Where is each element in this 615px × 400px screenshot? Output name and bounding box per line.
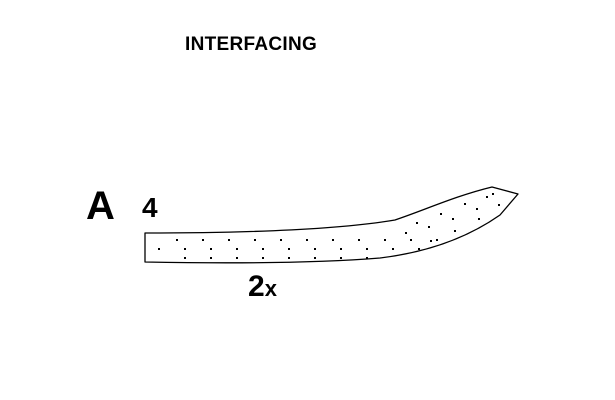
- interfacing-dot: [236, 257, 238, 259]
- interfacing-dot: [210, 248, 212, 250]
- interfacing-dot: [306, 239, 308, 241]
- interfacing-dot: [454, 230, 456, 232]
- interfacing-dot: [176, 239, 178, 241]
- interfacing-dot: [184, 248, 186, 250]
- interfacing-dot: [496, 257, 498, 259]
- interfacing-dot: [340, 257, 342, 259]
- pattern-piece-outline: [144, 186, 519, 264]
- interfacing-dot: [478, 218, 480, 220]
- piece-number-label: 4: [142, 192, 158, 223]
- interfacing-dot: [418, 248, 420, 250]
- interfacing-dot: [514, 239, 516, 241]
- interfacing-dot: [236, 248, 238, 250]
- interfacing-dot: [464, 203, 466, 205]
- interfacing-dot: [158, 248, 160, 250]
- interfacing-dot: [392, 257, 394, 259]
- interfacing-dot: [418, 257, 420, 259]
- interfacing-dot: [262, 248, 264, 250]
- interfacing-dot: [288, 257, 290, 259]
- interfacing-dot: [254, 239, 256, 241]
- interfacing-dot: [410, 239, 412, 241]
- diagram-title: INTERFACING: [185, 34, 318, 55]
- interfacing-dot: [488, 239, 490, 241]
- interfacing-dot: [314, 257, 316, 259]
- interfacing-dot: [184, 257, 186, 259]
- interfacing-dot-pattern: [158, 193, 516, 259]
- interfacing-dot: [384, 239, 386, 241]
- quantity-suffix: x: [264, 276, 277, 301]
- interfacing-dot: [405, 232, 407, 234]
- cut-quantity-label: 2x: [248, 270, 277, 306]
- interfacing-dot: [314, 248, 316, 250]
- interfacing-dot: [340, 248, 342, 250]
- interfacing-dot: [440, 213, 442, 215]
- interfacing-dot: [492, 193, 494, 195]
- interfacing-dot: [392, 248, 394, 250]
- interfacing-dot: [428, 226, 430, 228]
- interfacing-dot: [470, 257, 472, 259]
- quantity-value: 2: [248, 270, 265, 303]
- interfacing-dot: [430, 240, 432, 242]
- interfacing-dot: [444, 248, 446, 250]
- interfacing-dot: [210, 257, 212, 259]
- interfacing-dot: [202, 239, 204, 241]
- interfacing-dot: [228, 239, 230, 241]
- interfacing-dot: [288, 248, 290, 250]
- interfacing-dot: [470, 248, 472, 250]
- interfacing-dot: [332, 239, 334, 241]
- interfacing-dot: [462, 239, 464, 241]
- interfacing-dot: [280, 239, 282, 241]
- interfacing-dot: [366, 248, 368, 250]
- interfacing-dot: [496, 248, 498, 250]
- interfacing-dot: [452, 218, 454, 220]
- interfacing-dot: [498, 204, 500, 206]
- interfacing-dot: [476, 208, 478, 210]
- interfacing-dot: [358, 239, 360, 241]
- interfacing-dot: [366, 257, 368, 259]
- interfacing-dot: [436, 239, 438, 241]
- interfacing-dot: [416, 222, 418, 224]
- piece-letter-label: A: [86, 184, 115, 228]
- interfacing-dot: [262, 257, 264, 259]
- interfacing-dot: [444, 257, 446, 259]
- interfacing-dot: [486, 196, 488, 198]
